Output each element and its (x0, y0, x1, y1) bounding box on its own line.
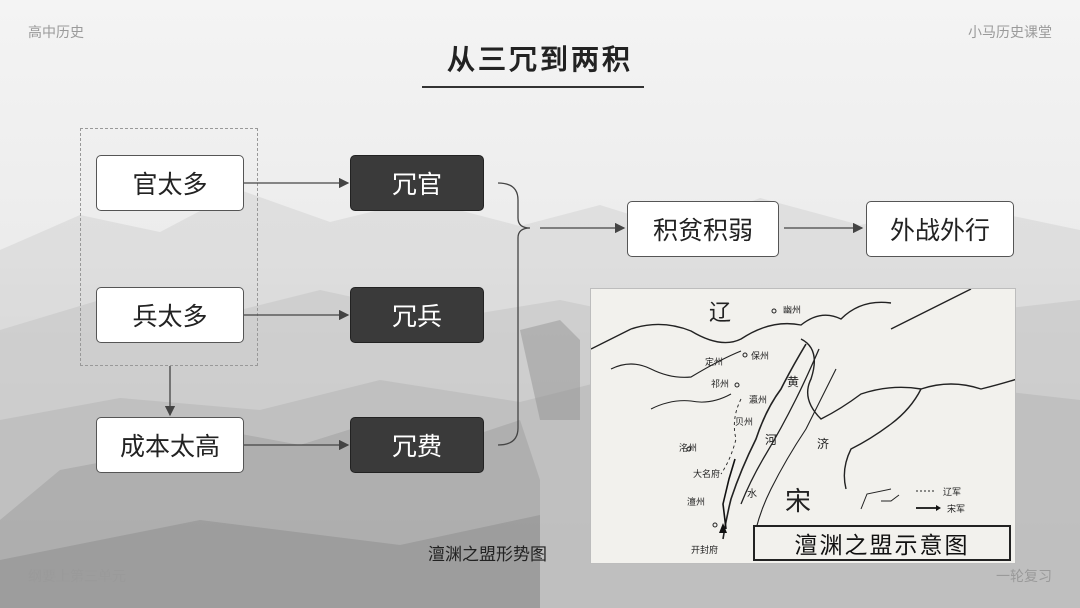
header-subject: 高中历史 (28, 25, 84, 41)
map-label-baozhou: 保州 (751, 352, 770, 362)
header-brand: 小马历史课堂 (968, 25, 1052, 41)
map-label-chanzhou: 澶州 (687, 498, 706, 508)
legend-song-army: 宋军 (947, 505, 966, 515)
cause-too-many-officials: 官太多 (96, 155, 244, 211)
result-redundant-expenses: 冗费 (350, 417, 484, 473)
map-label-beizhou: 贝州 (735, 418, 754, 428)
result-redundant-soldiers: 冗兵 (350, 287, 484, 343)
causes-group-dashed-box (80, 128, 258, 366)
map-caption: 澶渊之盟形势图 (428, 545, 547, 565)
map-label-yingzhou: 瀛州 (749, 396, 768, 406)
cause-high-cost: 成本太高 (96, 417, 244, 473)
map-label-river-he: 河 (765, 433, 778, 447)
cause-too-many-soldiers: 兵太多 (96, 287, 244, 343)
map-label-liao: 辽 (709, 301, 732, 326)
outcome-bad-at-war: 外战外行 (866, 201, 1014, 257)
map-label-mingzhou: 洺州 (679, 444, 698, 454)
title-underline (422, 86, 644, 88)
map-label-youzhou: 幽州 (783, 306, 802, 316)
legend-liao-army: 辽军 (943, 488, 962, 498)
map-drawing (591, 289, 1015, 540)
map-label-kaifeng: 开封府 (691, 546, 719, 556)
result-redundant-officials: 冗官 (350, 155, 484, 211)
chanyuan-treaty-map: 辽 幽州 定州 保州 祁州 瀛州 贝州 洺州 大名府 澶州 开封府 黄 河 济 … (590, 288, 1016, 564)
page-title: 从三冗到两积 (446, 43, 633, 76)
map-title: 澶渊之盟示意图 (753, 525, 1011, 561)
map-label-river-huang: 黄 (787, 375, 800, 389)
map-label-dingzhou: 定州 (705, 358, 724, 368)
map-label-river-shui: 水 (747, 489, 757, 500)
outcome-poor-weak: 积贫积弱 (627, 201, 779, 257)
map-label-song: 宋 (785, 487, 812, 517)
map-label-daming: 大名府 (693, 470, 721, 480)
map-label-river-ji: 济 (817, 437, 830, 451)
footer-unit: 纲要上第三单元 (28, 569, 126, 585)
footer-review: 一轮复习 (996, 569, 1052, 585)
map-label-qizhou: 祁州 (711, 380, 730, 390)
